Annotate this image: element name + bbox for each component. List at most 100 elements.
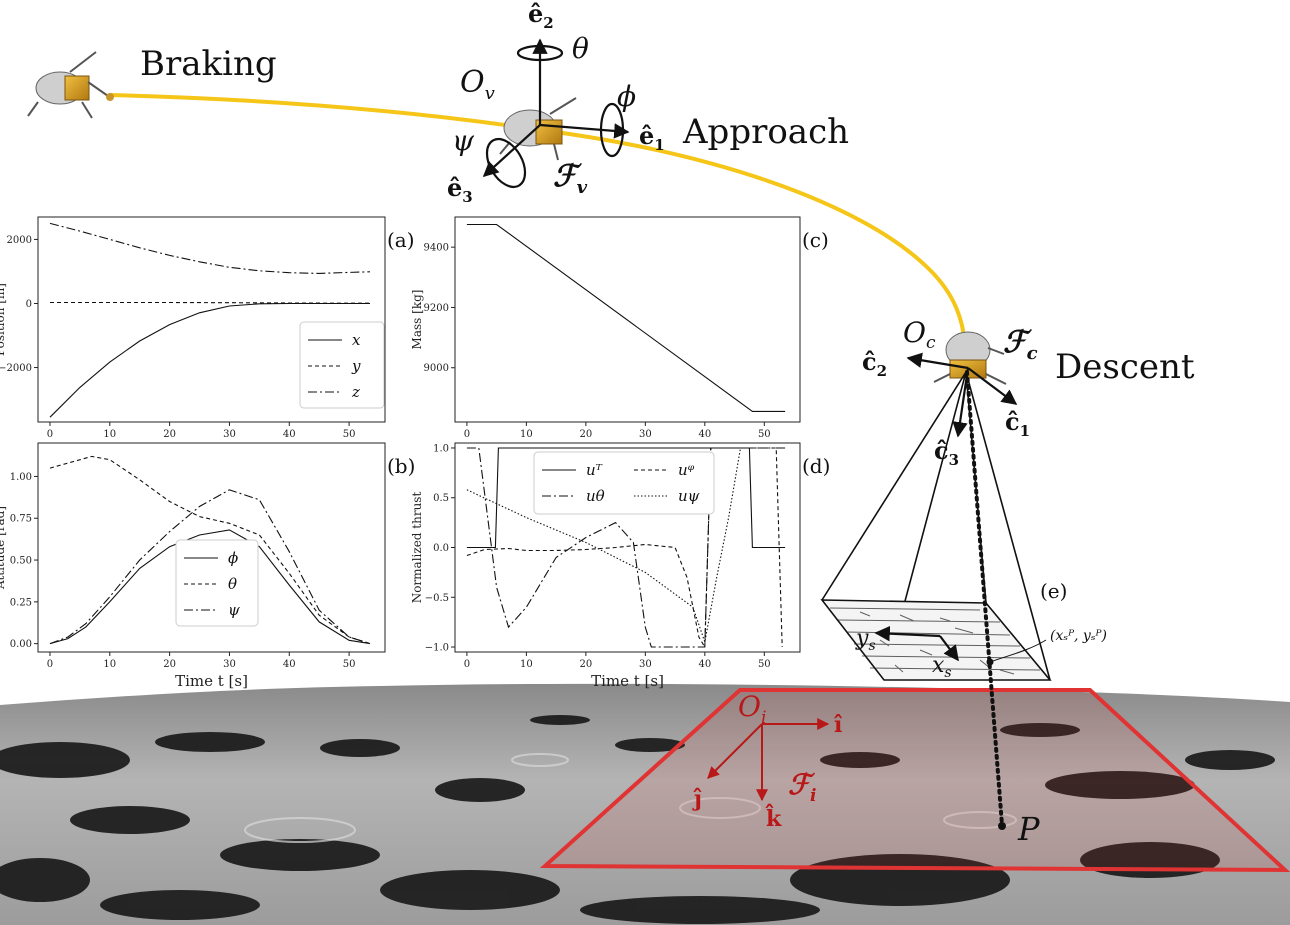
x-tick-label: 10 (103, 429, 116, 440)
axis-i-label: î (834, 712, 843, 738)
axis-c1-label: ĉ1 (1005, 407, 1030, 440)
image-xs-label: xs (932, 653, 952, 681)
series-line (466, 447, 786, 648)
x-tick-label: 40 (698, 429, 711, 440)
y-axis-label: Mass [kg] (410, 290, 424, 350)
vehicle-frame-label: ℱv (553, 159, 588, 198)
x-tick-label: 20 (163, 659, 176, 670)
y-axis-label: Normalized thrust (410, 492, 424, 604)
axis-c3-label: ĉ3 (934, 436, 959, 469)
vehicle-origin-label: Ov (460, 65, 495, 104)
camera-frame-label: ℱc (1003, 325, 1038, 364)
y-tick-label: 0.25 (10, 597, 32, 608)
legend-label: ψ (228, 601, 240, 619)
x-tick-label: 10 (520, 659, 533, 670)
series-line (49, 222, 371, 274)
x-axis-label: Time t [s] (175, 672, 248, 690)
image-ys-label: ys (855, 626, 876, 654)
legend-label: y (351, 357, 361, 375)
axis-c2-label: ĉ2 (862, 347, 887, 380)
legend-label: θ (228, 575, 237, 593)
axis-e3-label: ê3 (447, 173, 473, 206)
legend-box (299, 321, 385, 409)
series-line (49, 455, 371, 645)
x-tick-label: 0 (47, 659, 53, 670)
y-axis-label: Position [m] (0, 283, 7, 356)
legend-label: uθ (586, 487, 605, 505)
inertial-origin-label: Oi (738, 690, 766, 728)
x-tick-label: 10 (103, 659, 116, 670)
panel-tag: (d) (802, 454, 830, 478)
x-tick-label: 40 (283, 659, 296, 670)
y-tick-label: −2000 (0, 363, 32, 374)
legend-label: x (352, 331, 361, 349)
axis-k-label: k̂ (765, 804, 782, 832)
target-point-label: P (1017, 810, 1040, 848)
y-tick-label: 0.75 (10, 514, 32, 525)
descent-label: Descent (1055, 347, 1195, 387)
y-tick-label: 1.0 (433, 443, 449, 454)
inertial-frame-axes (707, 718, 830, 802)
y-tick-label: 9200 (424, 303, 449, 314)
legend-label: ϕ (228, 549, 238, 567)
y-tick-label: 0.50 (10, 556, 32, 567)
image-point-label: (xₛᴾ, yₛᴾ) (1050, 628, 1107, 644)
psi-rotation-label: ψ (452, 124, 475, 157)
y-tick-label: 1.00 (10, 472, 32, 483)
y-tick-label: 0.5 (433, 493, 449, 504)
axis-e2-label: ê2 (528, 0, 554, 32)
y-tick-label: 9400 (424, 243, 449, 254)
x-tick-label: 0 (464, 659, 470, 670)
x-tick-label: 30 (223, 659, 236, 670)
line-of-sight (965, 370, 1004, 827)
series-line (49, 529, 371, 645)
legend-label: uᵀ (586, 461, 603, 479)
series-line (466, 223, 786, 412)
image-point-marker (986, 658, 994, 666)
camera-origin-label: Oc (903, 316, 936, 353)
legend-label: z (351, 383, 360, 401)
x-axis-label: Time t [s] (591, 672, 664, 690)
y-tick-label: 0.00 (10, 639, 32, 650)
axis-j-label: ĵ (692, 786, 702, 812)
legend-label: uᵠ (678, 461, 695, 479)
x-tick-label: 30 (639, 429, 652, 440)
series-line (466, 447, 786, 645)
approach-label: Approach (682, 112, 849, 152)
y-tick-label: 9000 (424, 363, 449, 374)
y-tick-label: 0.0 (433, 543, 449, 554)
legend-box (533, 451, 715, 515)
lander-braking (27, 51, 114, 119)
panel-tag: (a) (387, 228, 415, 252)
theta-rotation-label: θ (572, 32, 589, 65)
axis-e1-label: ê1 (639, 121, 665, 154)
panel-tag: (b) (387, 454, 415, 478)
phi-rotation-label: ϕ (617, 80, 636, 113)
x-tick-label: 0 (47, 429, 53, 440)
y-tick-label: 0 (26, 299, 32, 310)
x-tick-label: 50 (758, 429, 771, 440)
x-tick-label: 50 (343, 659, 356, 670)
y-tick-label: −1.0 (425, 643, 449, 654)
lander-descent (933, 331, 1007, 385)
x-tick-label: 50 (343, 429, 356, 440)
x-tick-label: 0 (464, 429, 470, 440)
image-point-leader (989, 639, 1047, 663)
vehicle-frame-axes (482, 38, 630, 188)
inertial-frame-plane (539, 688, 1290, 873)
braking-label: Braking (140, 44, 277, 84)
y-tick-label: −0.5 (425, 593, 449, 604)
descent-trajectory (109, 93, 967, 346)
x-tick-label: 50 (758, 659, 771, 670)
series-line (50, 301, 370, 304)
panel-tag: (c) (802, 228, 829, 252)
legend-label: uψ (678, 487, 700, 505)
x-tick-label: 20 (579, 659, 592, 670)
x-tick-label: 10 (520, 429, 533, 440)
legend-box (175, 539, 259, 627)
